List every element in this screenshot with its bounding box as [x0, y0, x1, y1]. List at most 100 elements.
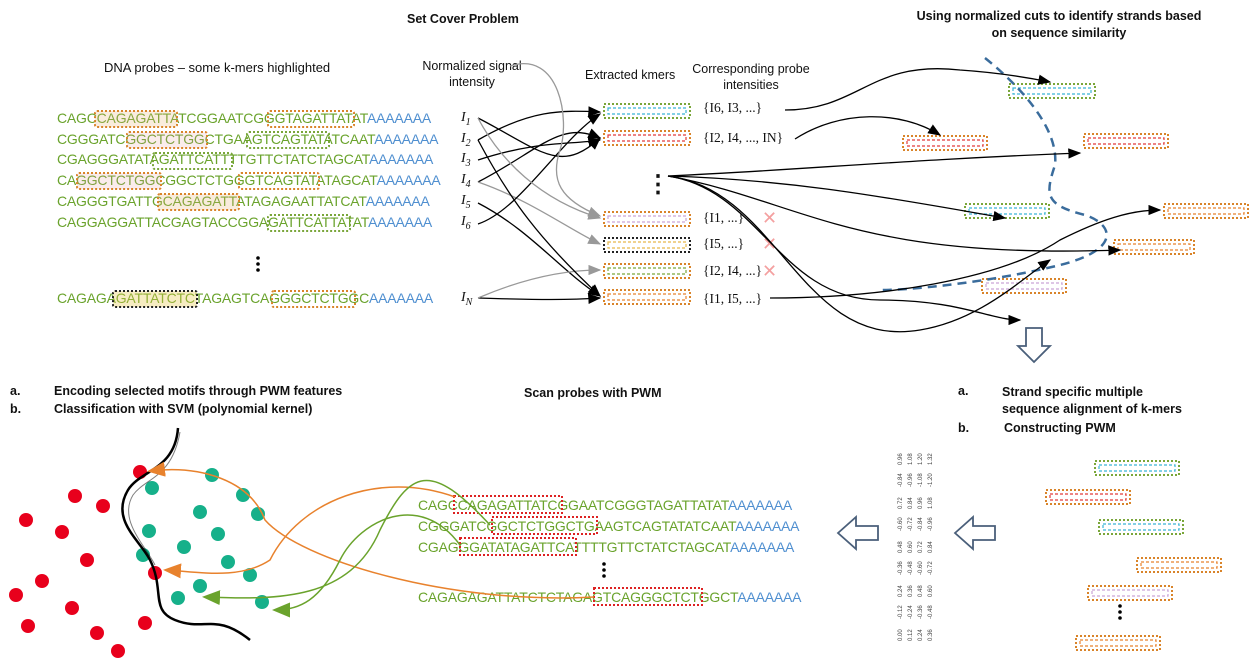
intensity-subscript: N: [465, 296, 473, 308]
feature-arrow: [163, 486, 456, 579]
svg-text:0.48: 0.48: [918, 585, 924, 597]
probe-polya-tail: AAAAAAA: [735, 518, 800, 534]
dna-probes-heading-text: DNA probes – some k-mers highlighted: [104, 60, 331, 75]
kmer-highlight: [94, 110, 178, 128]
svg-text:1.08: 1.08: [928, 497, 934, 509]
probe-polya-tail: AAAAAAA: [367, 110, 431, 126]
intensity-symbol: I: [461, 110, 466, 125]
red-class-point: [111, 644, 125, 658]
svg-text:0.48: 0.48: [898, 541, 904, 553]
kmer-box: [1113, 239, 1195, 255]
kmer-highlight: [238, 172, 320, 190]
mapping-arrow: [477, 202, 602, 297]
pwm-matrix: 0.00-0.120.24-0.360.48-0.600.72-0.840.96…: [894, 445, 938, 645]
intensity-label: I2: [461, 131, 471, 149]
mapping-arrow: [477, 136, 602, 161]
rejected-x-icon: ✕: [762, 208, 778, 228]
kmer-intensity-set: {I1, I5, ...}: [703, 291, 763, 306]
red-class-point: [80, 553, 94, 567]
red-class-point: [138, 616, 152, 630]
svg-text:-1.08: -1.08: [918, 473, 924, 487]
probe-sequence: CGGGATCGGCTCTGGCTGAAGTCAGTATATCAATAAAAAA…: [57, 131, 438, 147]
intensity-label: I1: [461, 110, 471, 128]
svg-text:0.00: 0.00: [898, 629, 904, 641]
mapping-arrow: [477, 117, 601, 157]
intensity-symbol: I: [461, 172, 466, 187]
signal-intensity-heading: Normalized signal intensity: [422, 59, 522, 89]
mapping-arrow: [477, 181, 602, 245]
teal-class-point: [193, 579, 207, 593]
intensity-label: I4: [461, 172, 471, 190]
pwm-scan-box: [491, 516, 598, 535]
cluster-arrow: [667, 175, 1122, 256]
step-right-a-text: Strand specific multiple sequence alignm…: [1002, 385, 1182, 416]
probe-sequence: CAGCCAGAGATTATCGGAATCGGGTAGATTATATAAAAAA…: [57, 110, 431, 126]
red-class-point: [35, 574, 49, 588]
kmer-box: [1136, 557, 1222, 573]
feature-arrow: [272, 514, 461, 618]
probe-sequence-body: CAGAGAGATTATCTCTAGAGTCAGGGCTCTGGC: [57, 290, 370, 306]
pwm-scan-box: [459, 537, 577, 556]
kmer-intensity-set: {I2, I4, ...}: [703, 263, 763, 278]
svm-scatter: [9, 465, 269, 658]
vertical-ellipsis: [1118, 604, 1122, 620]
probe-sequence: CAGGCTCTGGCGGCTCTGGGTCAGTATATAGCATAAAAAA…: [57, 172, 441, 188]
vertical-ellipsis: [602, 562, 606, 578]
probe-sequence-body: CGGGATCGGCTCTGGCTGAAGTCAGTATATCAAT: [57, 131, 375, 147]
scanned-probe-sequence: CAGCCAGAGATTATCGGAATCGGGTAGATTATATAAAAAA…: [418, 497, 792, 513]
svg-text:0.60: 0.60: [928, 585, 934, 597]
red-class-point: [55, 525, 69, 539]
feature-arrow: [202, 479, 491, 606]
step-right-a-letter: a.: [958, 384, 969, 398]
kmer-box: [902, 135, 988, 151]
kmer-box: [981, 278, 1067, 294]
intensity-symbol: I: [461, 131, 466, 146]
mapping-arrow: [477, 139, 601, 297]
mapping-arrow: [509, 63, 602, 217]
kmer-box: [964, 203, 1050, 219]
rejected-x-icon: ✕: [762, 261, 778, 281]
intensity-subscript: 6: [465, 220, 471, 232]
kmer-box: [1098, 519, 1184, 535]
svg-text:0.84: 0.84: [928, 541, 934, 553]
svg-text:-0.12: -0.12: [898, 605, 904, 619]
teal-class-point: [243, 568, 257, 582]
svg-text:-0.24: -0.24: [908, 605, 914, 619]
kmer-highlight: [267, 214, 351, 232]
kmer-intensity-set: {I2, I4, ..., IN}: [703, 130, 784, 145]
svm-decision-boundary: [121, 427, 251, 641]
kmer-highlight: [112, 290, 198, 308]
probe-polya-tail: AAAAAAA: [374, 131, 439, 147]
teal-class-point: [236, 488, 250, 502]
dna-probes-heading: DNA probes – some k-mers highlighted: [104, 60, 330, 75]
vertical-ellipsis: ⋮: [646, 172, 670, 198]
step-left-b-text: Classification with SVM (polynomial kern…: [54, 402, 313, 416]
svg-text:-0.84: -0.84: [898, 473, 904, 487]
svg-text:1.08: 1.08: [908, 453, 914, 465]
probe-sequence-body: CGAGGGATATAGATTCATTTTGTTCTATCTAGCAT: [418, 539, 731, 555]
left-arrow-icon: [953, 514, 996, 552]
kmer-highlight: [76, 172, 162, 190]
cluster-arrow: [667, 175, 1022, 326]
kmer-box: [603, 263, 691, 279]
svg-text:-0.36: -0.36: [918, 605, 924, 619]
intensity-subscript: 2: [465, 137, 471, 149]
vertical-ellipsis: [256, 256, 260, 272]
mapping-arrow: [477, 106, 602, 141]
probe-polya-tail: AAAAAAA: [369, 151, 434, 167]
svg-text:0.96: 0.96: [918, 497, 924, 509]
probe-polya-tail: AAAAAAA: [737, 589, 802, 605]
probe-sequence-body: CAGCCAGAGATTATCGGAATCGGGTAGATTATAT: [418, 497, 729, 513]
svg-text:0.96: 0.96: [898, 453, 904, 465]
probe-sequence-body: CGAGGGATATAGATTCATTTTGTTCTATCTAGCAT: [57, 151, 370, 167]
red-class-point: [68, 489, 82, 503]
probe-polya-tail: AAAAAAA: [728, 497, 792, 513]
probe-sequence-body: CAGGCTCTGGCGGCTCTGGGTCAGTATATAGCAT: [57, 172, 377, 188]
cluster-arrow: [667, 148, 1082, 177]
probe-sequence-body: CAGCCAGAGATTATCGGAATCGGGTAGATTATAT: [57, 110, 368, 126]
probe-sequence: CAGAGAGATTATCTCTAGAGTCAGGGCTCTGGCAAAAAAA: [57, 290, 433, 306]
intensity-symbol: I: [461, 193, 466, 208]
teal-class-point: [221, 555, 235, 569]
red-class-point: [21, 619, 35, 633]
